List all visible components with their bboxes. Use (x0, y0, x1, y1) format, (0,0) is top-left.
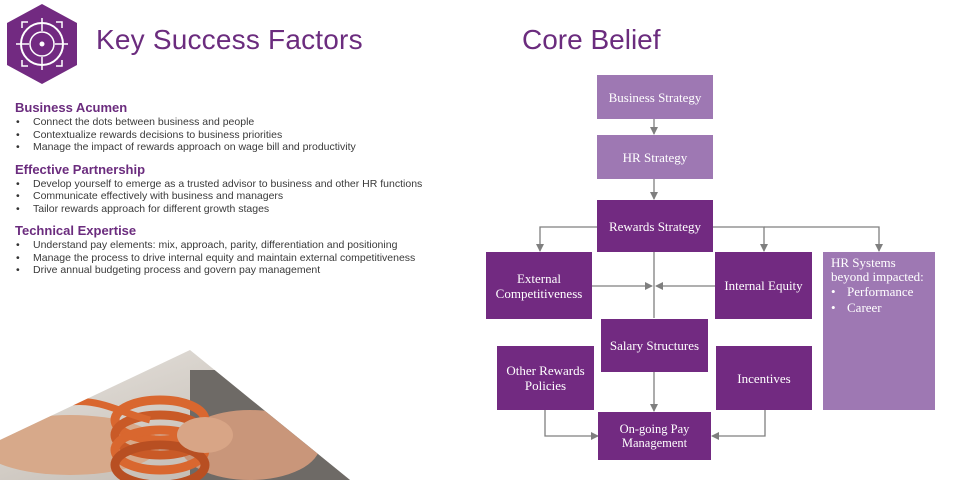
internal-equity-box: Internal Equity (715, 252, 812, 319)
section-business-acumen: Business Acumen Connect the dots between… (15, 100, 455, 154)
target-crosshair-icon (7, 4, 77, 84)
other-rewards-policies-box: Other Rewards Policies (497, 346, 594, 410)
list-item: Performance (831, 284, 927, 300)
section-effective-partnership: Effective Partnership Develop yourself t… (15, 162, 455, 216)
section-title: Effective Partnership (15, 161, 146, 177)
list-item: Manage the impact of rewards approach on… (15, 141, 455, 154)
rope-hands-photo (0, 350, 350, 480)
incentives-box: Incentives (716, 346, 812, 410)
business-strategy-box: Business Strategy (597, 75, 713, 119)
ongoing-pay-management-box: On-going Pay Management (598, 412, 711, 460)
list-item: Understand pay elements: mix, approach, … (15, 239, 455, 252)
list-item: Develop yourself to emerge as a trusted … (15, 178, 455, 191)
list-item: Drive annual budgeting process and gover… (15, 264, 455, 277)
salary-structures-box: Salary Structures (601, 319, 708, 372)
list-item: Contextualize rewards decisions to busin… (15, 129, 455, 142)
list-item: Connect the dots between business and pe… (15, 116, 455, 129)
section-title: Business Acumen (15, 100, 128, 115)
list-item: Career (831, 300, 927, 316)
rewards-strategy-box: Rewards Strategy (597, 200, 713, 252)
list-item: Communicate effectively with business an… (15, 190, 455, 203)
key-success-factors-list: Business Acumen Connect the dots between… (15, 100, 455, 285)
hr-systems-title: HR Systems beyond impacted: (831, 255, 924, 284)
key-success-factors-title: Key Success Factors (96, 24, 363, 55)
list-item: Manage the process to drive internal equ… (15, 252, 455, 265)
core-belief-title: Core Belief (522, 24, 661, 55)
external-competitiveness-box: External Competitiveness (486, 252, 592, 319)
section-title: Technical Expertise (15, 223, 137, 238)
hr-systems-box: HR Systems beyond impacted: Performance … (823, 252, 935, 410)
hr-strategy-box: HR Strategy (597, 135, 713, 179)
list-item: Tailor rewards approach for different gr… (15, 203, 455, 216)
section-technical-expertise: Technical Expertise Understand pay eleme… (15, 223, 455, 277)
